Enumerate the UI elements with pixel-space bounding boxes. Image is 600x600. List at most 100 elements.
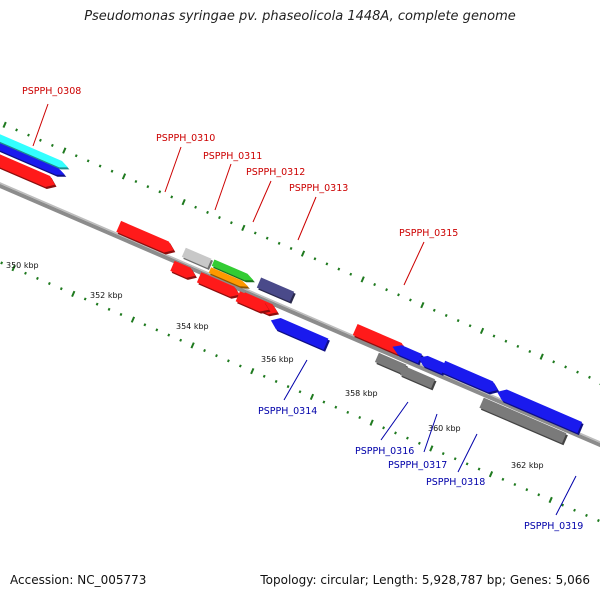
tick-mark: [170, 195, 174, 199]
tick-mark: [74, 154, 78, 158]
gene-0319-gray[interactable]: [479, 397, 567, 444]
gene-label-pspph-0315[interactable]: PSPPH_0315: [399, 228, 458, 239]
tick-mark: [588, 375, 591, 379]
tick-mark: [121, 173, 127, 180]
gene-0311-gray[interactable]: [181, 247, 212, 268]
gene-0319[interactable]: [497, 389, 583, 434]
tick-mark: [143, 323, 147, 327]
gene-label-pspph-0308[interactable]: PSPPH_0308: [22, 86, 81, 97]
tick-mark: [265, 236, 269, 240]
tick-mark: [360, 276, 365, 283]
gene-0314[interactable]: [270, 318, 329, 350]
tick-mark: [468, 324, 472, 328]
leader-line: [297, 196, 317, 241]
gene-0312-green[interactable]: [211, 259, 254, 281]
tick-mark: [513, 482, 517, 487]
gene-0315[interactable]: [352, 324, 407, 355]
gene-label-pspph-0319[interactable]: PSPPH_0319: [524, 521, 583, 532]
tick-mark: [50, 143, 54, 147]
gene-0313-slate[interactable]: [256, 277, 295, 302]
tick-mark: [334, 405, 338, 409]
tick-mark: [456, 319, 460, 323]
tick-mark: [492, 334, 496, 338]
tick-mark: [564, 365, 568, 369]
tick-mark: [394, 431, 397, 435]
gene-label-pspph-0312[interactable]: PSPPH_0312: [246, 167, 305, 178]
gene-0313[interactable]: [235, 291, 269, 312]
gene-0310-inner[interactable]: [170, 260, 196, 278]
tick-mark: [313, 257, 317, 261]
gene-0317[interactable]: [418, 355, 446, 374]
gene-0311[interactable]: [196, 272, 240, 297]
tick-mark: [0, 261, 4, 265]
gene-label-pspph-0318[interactable]: PSPPH_0318: [426, 477, 485, 488]
tick-mark: [250, 367, 255, 375]
accession-label: Accession: NC_005773: [10, 573, 147, 587]
tick-mark: [385, 288, 388, 292]
tick-mark: [190, 342, 195, 349]
leader-line: [164, 146, 182, 193]
tick-mark: [47, 282, 51, 286]
kbp-label: 360 kbp: [428, 424, 461, 433]
tick-mark: [167, 333, 171, 337]
kbp-label: 356 kbp: [261, 355, 294, 364]
gene-label-pspph-0316[interactable]: PSPPH_0316: [355, 446, 414, 457]
leader-line: [423, 413, 438, 453]
kbp-label: 354 kbp: [176, 322, 209, 331]
tick-mark: [36, 276, 39, 280]
tick-mark: [83, 297, 87, 301]
tick-mark: [373, 282, 377, 287]
tick-mark: [406, 436, 409, 440]
tick-mark: [229, 221, 233, 225]
leader-line: [555, 475, 577, 516]
gene-0316[interactable]: [392, 345, 423, 364]
tick-mark: [453, 457, 457, 461]
gene-0312-orange[interactable]: [208, 267, 249, 287]
kbp-label: 358 kbp: [345, 389, 378, 398]
tick-mark: [537, 493, 541, 497]
tick-mark: [298, 390, 302, 394]
genome-backbone: [0, 183, 600, 448]
tick-mark: [420, 301, 425, 309]
tick-mark: [369, 419, 374, 426]
gene-0317-gray[interactable]: [399, 365, 435, 389]
tick-mark: [286, 385, 290, 389]
tick-mark: [573, 508, 576, 512]
gene-0308-red[interactable]: [0, 148, 55, 188]
tick-mark: [86, 159, 90, 163]
gene-0308-blue[interactable]: [0, 138, 65, 175]
tick-mark: [71, 290, 76, 298]
tick-mark: [432, 308, 436, 312]
tick-mark: [62, 147, 67, 154]
gene-label-pspph-0317[interactable]: PSPPH_0317: [388, 460, 447, 471]
tick-mark: [501, 477, 505, 481]
gene-label-pspph-0311[interactable]: PSPPH_0311: [203, 151, 262, 162]
gene-label-pspph-0314[interactable]: PSPPH_0314: [258, 406, 317, 417]
tick-mark: [346, 410, 350, 414]
tick-mark: [262, 374, 266, 378]
leader-line: [252, 180, 272, 223]
outer-tick-track: [2, 121, 600, 386]
tick-mark: [130, 316, 136, 323]
gene-0310[interactable]: [116, 220, 174, 253]
tick-mark: [488, 471, 494, 478]
tick-mark: [146, 185, 150, 189]
tick-mark: [358, 415, 362, 420]
tick-mark: [516, 344, 520, 348]
tick-mark: [15, 128, 18, 132]
leader-line: [283, 359, 308, 401]
gene-label-pspph-0310[interactable]: PSPPH_0310: [156, 133, 215, 144]
tick-mark: [206, 210, 209, 214]
gene-0316-gray[interactable]: [374, 352, 407, 374]
tick-mark: [576, 370, 579, 374]
gene-0318[interactable]: [440, 360, 498, 393]
tick-mark: [24, 271, 27, 275]
gene-0308-cyan[interactable]: [0, 131, 68, 168]
tick-mark: [300, 250, 306, 257]
tick-mark: [179, 338, 183, 342]
tick-mark: [241, 224, 246, 232]
tick-mark: [322, 400, 326, 404]
tick-mark: [110, 169, 114, 173]
gene-label-pspph-0313[interactable]: PSPPH_0313: [289, 183, 348, 194]
